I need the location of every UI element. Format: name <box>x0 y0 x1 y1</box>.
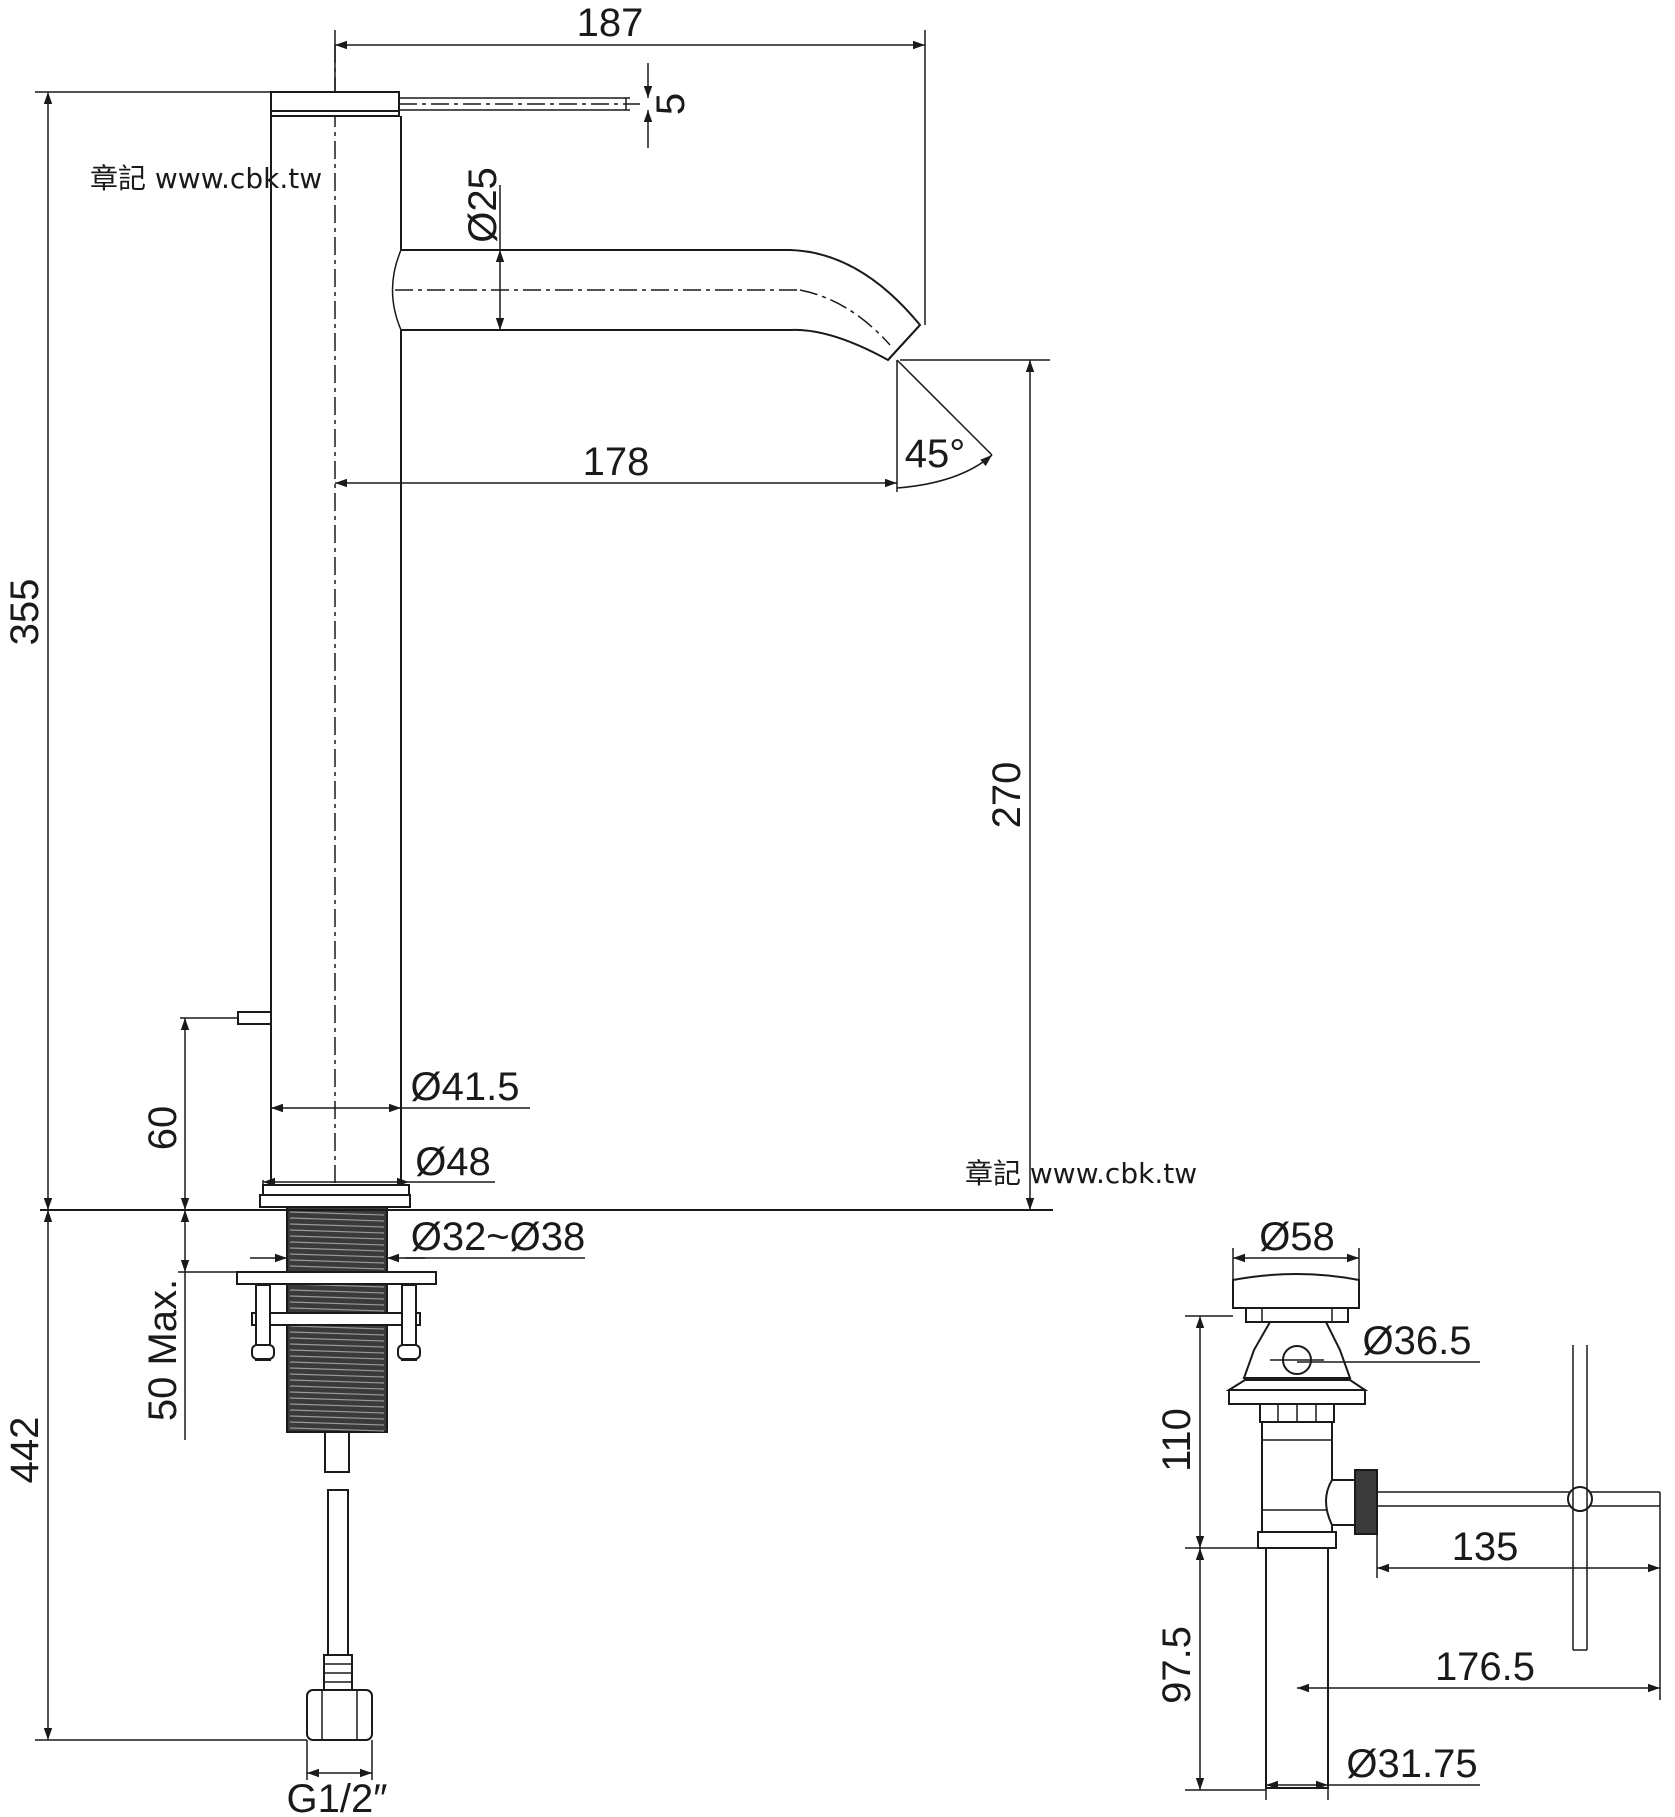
dim-body-diameter: Ø41.5 <box>411 1065 520 1109</box>
popup-rod <box>237 1011 272 1025</box>
faucet-drawing: 187 5 Ø25 178 45° 270 355 60 Ø41.5 <box>3 1 1053 1817</box>
drain-cap <box>1232 1273 1360 1309</box>
dim-total-width: 187 <box>577 1 644 45</box>
hose-top <box>324 1431 350 1473</box>
drain-housing <box>1261 1421 1333 1533</box>
dim-handle-thickness: 5 <box>649 93 693 115</box>
mounting-nut <box>251 1312 421 1326</box>
dim-hose-thread: G1/2″ <box>287 1777 388 1817</box>
dim-hole-diameter: Ø32~Ø38 <box>411 1215 586 1259</box>
dim-spout-diameter: Ø25 <box>461 167 505 243</box>
dim-drain-lower-height: 97.5 <box>1155 1626 1199 1704</box>
dim-drain-body-diameter: Ø36.5 <box>1363 1319 1472 1363</box>
watermark-top: 章記 www.cbk.tw <box>90 162 322 195</box>
watermark-middle: 章記 www.cbk.tw <box>965 1157 1197 1190</box>
dim-total-height: 355 <box>3 579 47 646</box>
dim-outlet-height: 270 <box>985 762 1029 829</box>
handle-cap <box>270 91 400 117</box>
dim-outlet-angle: 45° <box>905 432 966 476</box>
pivot-nut <box>1354 1469 1378 1535</box>
dim-rod-total: 176.5 <box>1435 1645 1535 1689</box>
dim-hose-length: 442 <box>3 1417 47 1484</box>
drain-drawing: Ø58 Ø36.5 110 135 97.5 176.5 Ø31.75 <box>1155 1215 1661 1800</box>
base-ring <box>262 1184 410 1196</box>
dim-spout-reach: 178 <box>583 440 650 484</box>
tail-pipe <box>1265 1547 1329 1789</box>
dim-cap-diameter: Ø58 <box>1259 1215 1335 1259</box>
dim-drain-upper-height: 110 <box>1155 1408 1199 1472</box>
dim-base-diameter: Ø48 <box>415 1140 491 1184</box>
dim-tail-diameter: Ø31.75 <box>1346 1742 1477 1786</box>
dim-deck-thickness: 50 Max. <box>141 1279 185 1421</box>
dim-rod-length: 135 <box>1452 1525 1519 1569</box>
mounting-washer <box>236 1271 437 1285</box>
drain-flange <box>1228 1389 1366 1405</box>
dim-rod-height: 60 <box>141 1106 185 1151</box>
flex-hose <box>327 1489 349 1656</box>
hose-nut <box>306 1689 373 1741</box>
spout <box>401 249 922 362</box>
